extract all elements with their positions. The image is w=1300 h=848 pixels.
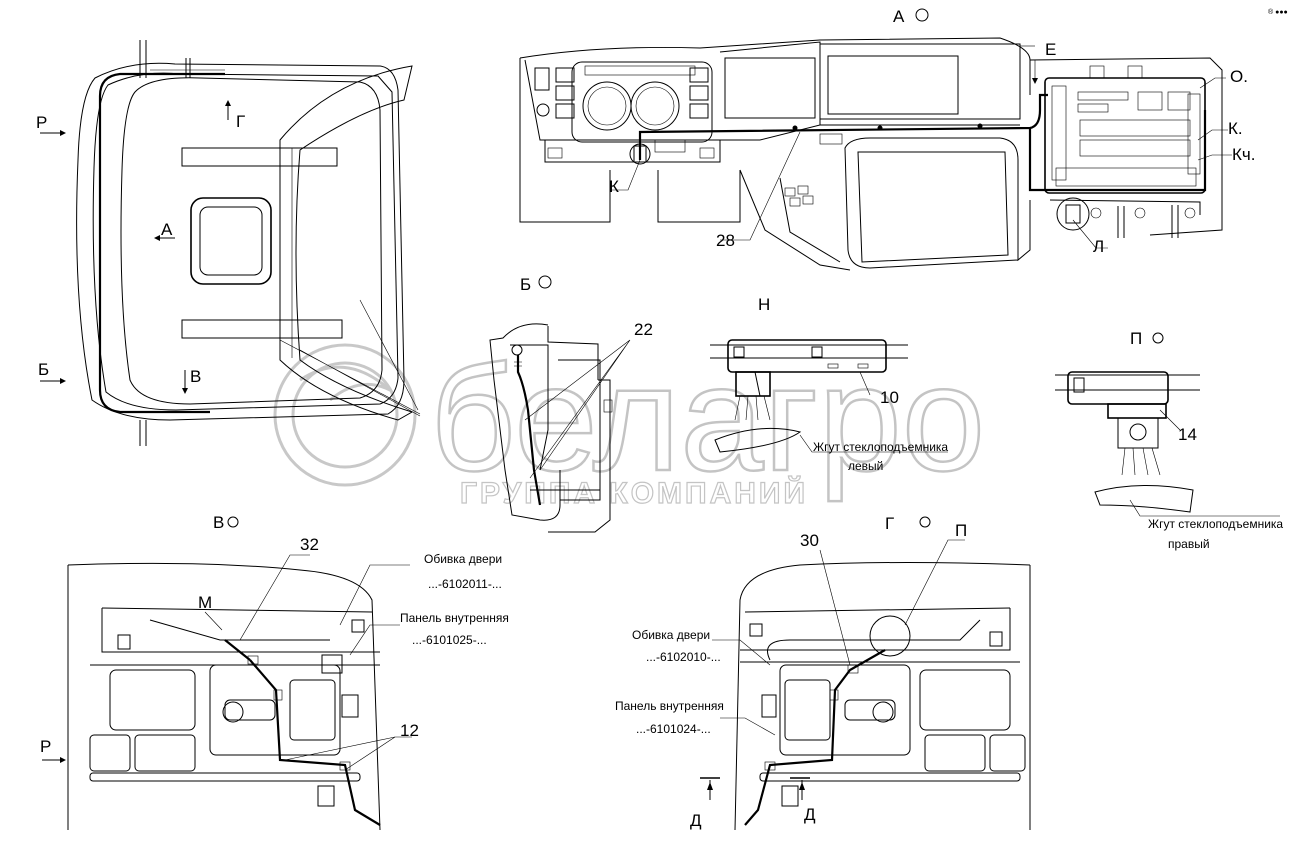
dash-label-kch: Кч.	[1232, 145, 1255, 164]
watermark: белагро ГРУППА КОМПАНИЙ ® ●●●	[273, 8, 1288, 511]
dash-label-e: Е	[1045, 40, 1056, 59]
view-b-pillar	[489, 275, 631, 533]
watermark-corner-mark: ® ●●●	[1268, 8, 1288, 16]
view-n-harness-line2: левый	[848, 459, 883, 473]
watermark-logo-icon	[273, 343, 417, 487]
view-g-right-door	[700, 516, 1031, 831]
dash-label-28: 28	[716, 231, 735, 250]
watermark-tagline: ГРУППА КОМПАНИЙ	[460, 476, 808, 510]
plan-label-v: В	[190, 367, 201, 386]
door-left-label-12: 12	[400, 721, 419, 740]
door-right-label-d1: Д	[690, 811, 702, 830]
view-b-label-22: 22	[634, 320, 653, 339]
view-v-title: В	[213, 513, 224, 532]
door-left-trim-title: Обивка двери	[424, 552, 502, 566]
plan-label-b: Б	[38, 360, 49, 379]
door-right-trim-code: ...-6102010-...	[646, 650, 721, 664]
view-n-harness-line1: Жгут стеклоподъемника	[813, 440, 948, 454]
door-left-label-r: Р	[40, 737, 51, 756]
door-right-panel-code: ...-6101024-...	[636, 722, 711, 736]
view-p-harness-line1: Жгут стеклоподъемника	[1148, 517, 1283, 531]
view-b-title: Б	[520, 275, 531, 294]
watermark-brand: белагро	[430, 334, 985, 502]
plan-label-r: Р	[36, 113, 47, 132]
door-left-label-32: 32	[300, 535, 319, 554]
cab-plan-view	[40, 40, 421, 446]
door-right-label-p: П	[955, 521, 967, 540]
view-a-dashboard	[519, 8, 1232, 271]
dash-label-l: Л	[1093, 237, 1104, 256]
door-left-panel-title: Панель внутренняя	[400, 611, 509, 625]
view-n-label-10: 10	[880, 388, 899, 407]
view-p-label-14: 14	[1178, 425, 1197, 444]
door-right-label-30: 30	[800, 531, 819, 550]
dash-label-k-right: К.	[1228, 119, 1243, 138]
view-g-title: Г	[885, 514, 894, 533]
dash-label-k-left: К	[609, 177, 619, 196]
view-p-title: П	[1130, 329, 1142, 348]
view-n-switch	[710, 339, 948, 453]
plan-label-g: Г	[236, 112, 245, 131]
dash-label-o: О.	[1230, 67, 1248, 86]
door-right-trim-title: Обивка двери	[632, 628, 710, 642]
view-n-title: Н	[758, 295, 770, 314]
view-p-switch	[1055, 332, 1280, 517]
view-v-left-door	[42, 516, 412, 831]
door-left-label-m: М	[198, 593, 212, 612]
view-p-harness-line2: правый	[1168, 537, 1210, 551]
view-a-title: А	[893, 7, 905, 26]
door-left-panel-code: ...-6101025-...	[412, 633, 487, 647]
plan-label-a: А	[161, 220, 173, 239]
door-right-panel-title: Панель внутренняя	[615, 699, 724, 713]
door-right-label-d2: Д	[804, 805, 816, 824]
door-left-trim-code: ...-6102011-...	[428, 577, 502, 591]
